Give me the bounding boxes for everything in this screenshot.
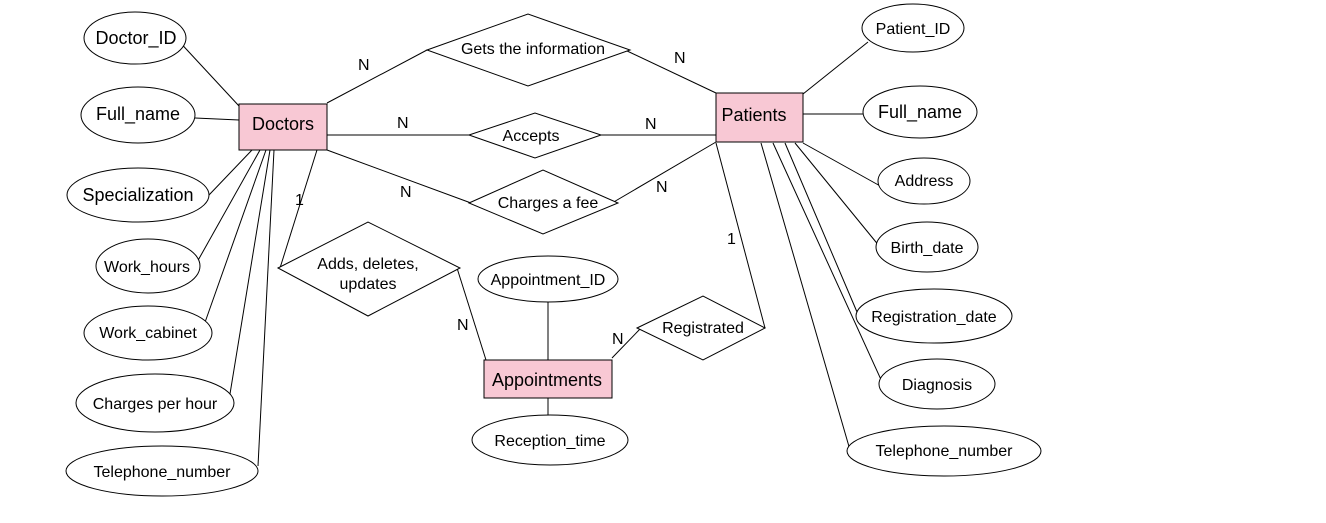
attribute-reception-time[interactable]: Reception_time [471,414,629,466]
cardinality-registrated-appointments: N [612,331,624,348]
attribute-doctor-id[interactable]: Doctor_ID [83,11,187,65]
relationship-adds-deletes-label-line1: Adds, deletes, [317,256,418,273]
attribute-doctor-specialization[interactable]: Specialization [66,167,210,223]
attribute-patient-birth-date-label: Birth_date [891,240,964,257]
attribute-patient-telephone-number-label: Telephone_number [876,443,1014,460]
cardinality-charges-patients: N [656,179,668,196]
attribute-doctor-id-label: Doctor_ID [95,28,176,49]
attribute-patient-registration-date[interactable]: Registration_date [855,288,1013,344]
line-registrated-appointments [611,327,642,359]
attribute-patient-telephone-number[interactable]: Telephone_number [846,425,1042,477]
attribute-doctor-full-name[interactable]: Full_name [80,86,196,144]
line-patients-registrated [715,142,766,329]
entity-patients-label: Patients [721,105,786,125]
cardinality-gets-info-doctors: N [358,57,370,74]
line-doctors-adds [279,149,318,269]
attribute-patient-full-name-label: Full_name [878,102,962,123]
connector-lines [174,36,884,467]
line-patient-diagnosis [772,142,884,385]
relationship-accepts-label: Accepts [503,128,560,145]
attribute-doctor-work-hours[interactable]: Work_hours [95,238,201,294]
relationship-adds-deletes-label-line2: updates [340,276,397,293]
entity-appointments-label: Appointments [492,370,602,390]
attribute-patient-id[interactable]: Patient_ID [861,3,965,53]
attribute-patient-diagnosis-label: Diagnosis [902,377,972,394]
attribute-reception-time-label: Reception_time [494,433,605,450]
relationship-charges-a-fee[interactable]: Charges a fee [467,169,620,235]
line-patient-registration [784,142,858,313]
line-doctor-full-name [194,117,240,121]
attribute-doctor-charges-per-hour[interactable]: Charges per hour [75,373,235,433]
cardinality-charges-doctors: N [400,184,412,201]
attribute-doctor-charges-per-hour-label: Charges per hour [93,396,218,413]
cardinality-accepts-doctors: N [397,115,409,132]
line-patients-charges [611,141,717,204]
attribute-doctor-telephone-number-label: Telephone_number [94,464,232,481]
attribute-doctor-work-cabinet[interactable]: Work_cabinet [83,305,213,361]
entity-doctors-label: Doctors [252,114,314,134]
attribute-patient-address-label: Address [895,173,954,190]
relationship-gets-information-label: Gets the information [461,41,605,58]
cardinality-adds-doctors: 1 [295,192,304,209]
attribute-patient-id-label: Patient_ID [876,21,951,38]
line-patient-telephone [760,142,851,451]
attribute-patient-birth-date[interactable]: Birth_date [875,221,979,273]
cardinality-gets-info-patients: N [674,50,686,67]
cardinality-accepts-patients: N [645,116,657,133]
cardinality-registrated-patients: 1 [727,231,736,248]
attribute-doctor-full-name-label: Full_name [96,104,180,125]
line-doctors-gets-info [326,49,428,104]
relationship-gets-information[interactable]: Gets the information [425,13,632,87]
relationship-adds-deletes-updates[interactable]: Adds, deletes, updates [276,221,462,317]
line-patient-birth-date [794,142,881,248]
relationship-registrated[interactable]: Registrated [635,295,767,361]
relationship-accepts[interactable]: Accepts [467,112,603,159]
line-doctor-charges [228,149,271,401]
relationship-registrated-label: Registrated [662,320,744,337]
attribute-appointment-id-label: Appointment_ID [491,272,606,289]
line-doctor-specialization [208,149,253,196]
attribute-patient-full-name[interactable]: Full_name [862,85,978,139]
attribute-doctor-telephone-number[interactable]: Telephone_number [65,445,259,497]
line-doctor-work-hours [195,149,261,265]
attribute-doctor-work-cabinet-label: Work_cabinet [99,325,197,342]
cardinality-adds-appointments: N [457,317,469,334]
attribute-patient-address[interactable]: Address [877,157,971,205]
line-doctor-telephone [257,149,275,467]
line-doctors-charges [326,149,472,204]
relationship-charges-a-fee-label: Charges a fee [498,195,599,212]
line-adds-appointments [456,267,487,361]
attribute-appointment-id[interactable]: Appointment_ID [477,255,619,303]
attribute-doctor-specialization-label: Specialization [82,185,193,205]
cardinality-labels: N N N N N N 1 N 1 N [295,50,736,348]
entity-doctors[interactable]: Doctors [238,103,328,151]
line-doctor-id [174,36,240,107]
attribute-patient-diagnosis[interactable]: Diagnosis [878,358,996,410]
line-patient-id [802,41,869,95]
line-doctor-work-cabinet [202,149,267,329]
entity-appointments[interactable]: Appointments [483,359,613,399]
line-patients-gets-info [624,49,717,94]
line-patient-address [802,142,883,188]
entity-patients[interactable]: Patients [715,92,804,143]
attribute-doctor-work-hours-label: Work_hours [104,259,190,276]
attribute-patient-registration-date-label: Registration_date [871,309,997,326]
